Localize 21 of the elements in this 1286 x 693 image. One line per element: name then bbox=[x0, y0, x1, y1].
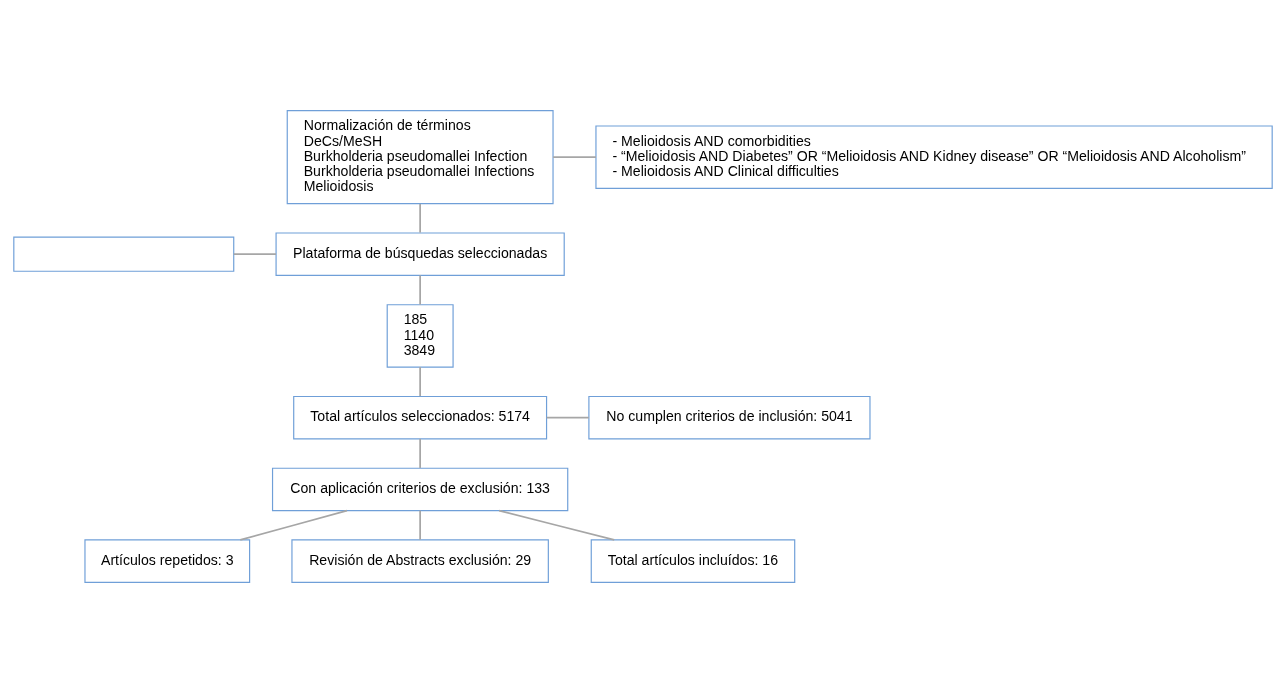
node-box: Con aplicación criterios de exclusión: 133 bbox=[271, 467, 569, 512]
connector bbox=[498, 509, 616, 541]
connector bbox=[232, 253, 277, 256]
connector bbox=[552, 156, 597, 159]
connector bbox=[239, 509, 348, 541]
connector bbox=[419, 366, 421, 397]
node-box: Total artículos incluídos: 16 bbox=[590, 539, 796, 583]
connector bbox=[419, 203, 421, 234]
connector bbox=[419, 509, 421, 541]
connector bbox=[419, 438, 421, 469]
node-box: 185 1140 3849 bbox=[386, 304, 454, 368]
node-box: - Melioidosis AND comorbidities - “Melioidosis AND Diabetes” OR “Melioidosis AND Kidney disease” OR “Melioidosis AND Alcoholism” - Melioidosis AND Clinical difficulties bbox=[595, 125, 1273, 189]
node-box: No cumplen criterios de inclusión: 5041 bbox=[588, 395, 871, 440]
node-box bbox=[13, 236, 235, 272]
connector bbox=[545, 416, 590, 419]
node-box: Plataforma de búsquedas seleccionadas bbox=[275, 232, 565, 276]
connector bbox=[419, 274, 421, 306]
node-box: Total artículos seleccionados: 5174 bbox=[293, 395, 548, 440]
node-box: Normalización de términos DeCs/MeSH Burkholderia pseudomallei Infection Burkholderia pseudomallei Infections Melioidosis bbox=[286, 110, 554, 205]
node-box: Revisión de Abstracts exclusión: 29 bbox=[291, 539, 549, 583]
node-box: Artículos repetidos: 3 bbox=[84, 539, 251, 583]
